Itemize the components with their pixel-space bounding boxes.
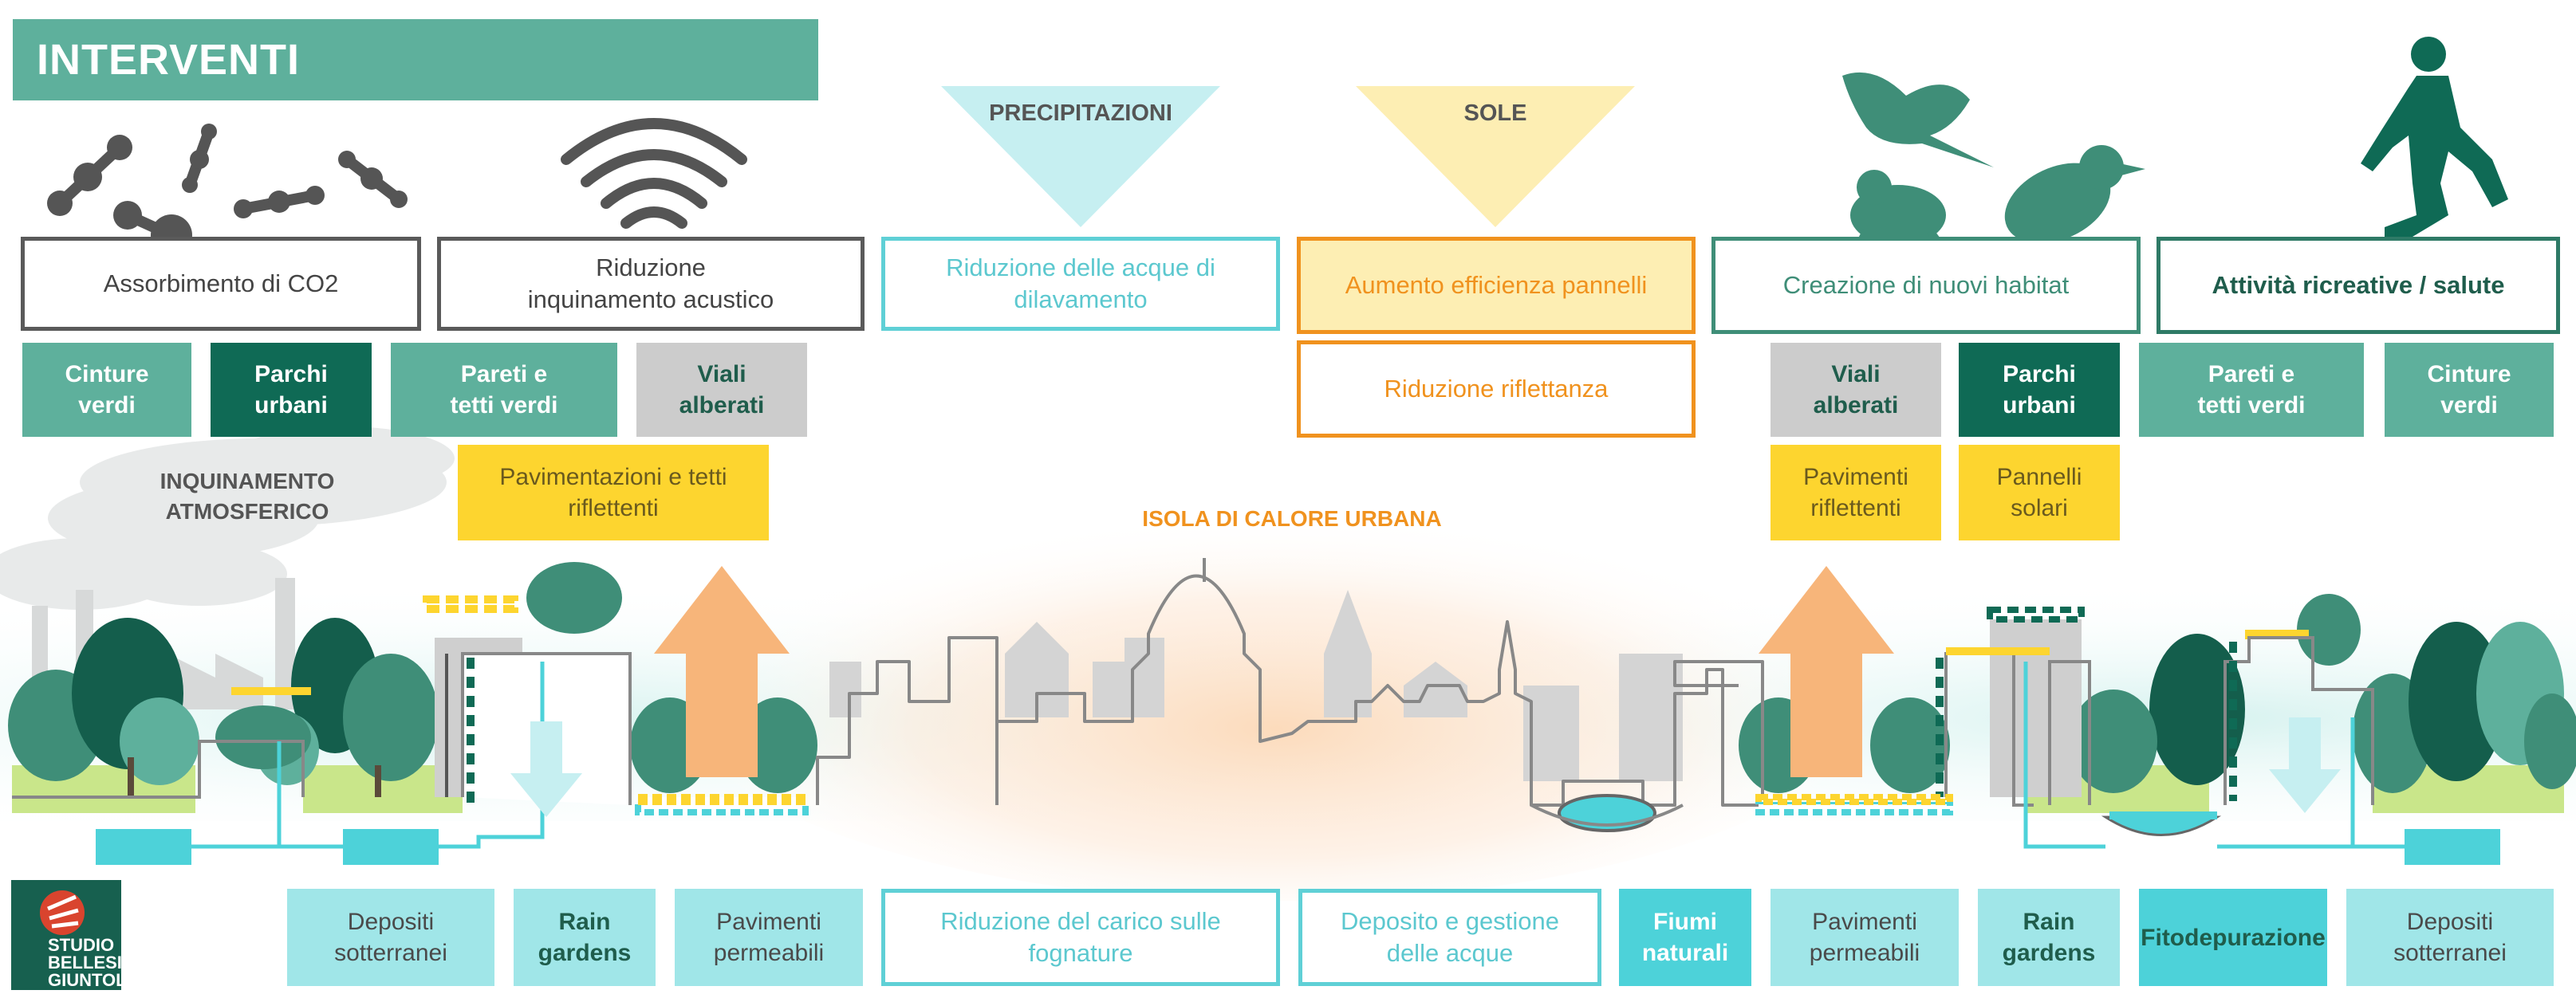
tile-label: Cinture (65, 361, 149, 387)
air-pollution-line: ATMOSFERICO (165, 498, 329, 524)
air-pollution-label: INQUINAMENTO ATMOSFERICO (120, 466, 375, 527)
sun-label: SOLE (1463, 100, 1527, 126)
tile-label: Pavimenti (1803, 464, 1908, 490)
tile-label: Pareti e (2208, 361, 2295, 387)
urban-heat-island-label: ISOLA DI CALORE URBANA (1142, 506, 1442, 531)
tile-label: sotterranei (334, 940, 447, 966)
tile-label: Parchi (2003, 361, 2076, 387)
tile-label: alberati (679, 392, 765, 418)
tile-label: Pavimenti (716, 909, 821, 935)
tile-label: gardens (2002, 940, 2096, 966)
sun-triangle-icon (1356, 86, 1635, 227)
permeable-floors-tile-2: Pavimenti permeabili (1771, 889, 1959, 986)
tile-label: Rain (2023, 909, 2075, 935)
logo-text: STUDIO BELLESI GIUNTOLI (13, 935, 132, 990)
box-label: Deposito e gestione (1340, 906, 1560, 935)
tile-label: permeabili (713, 940, 825, 966)
tree-avenues-tile-1: Viali alberati (636, 343, 807, 437)
rain-gardens-tile-1: Rain gardens (514, 889, 656, 986)
co2-absorption-label: Assorbimento di CO2 (103, 269, 339, 297)
tile-label: riflettenti (568, 495, 659, 521)
tile-label: Pavimentazioni e tetti (499, 464, 727, 490)
reflective-floors-tile: Pavimenti riflettenti (1771, 445, 1941, 540)
phytodepuration-tile: Fitodepurazione (2139, 889, 2327, 986)
precipitation-triangle-icon (941, 86, 1220, 227)
box-label: Riduzione del carico sulle (940, 906, 1221, 935)
sound-waves-icon (561, 118, 747, 229)
runner-icon (2361, 37, 2508, 239)
underground-storage-tile-2: Depositi sotterranei (2346, 889, 2554, 986)
tile-label: permeabili (1809, 940, 1920, 966)
runoff-reduction-label-1: Riduzione delle acque di (946, 253, 1215, 281)
tile-label: Fitodepurazione (2141, 924, 2326, 951)
tile-label: verdi (2440, 392, 2498, 418)
green-walls-tile-2: Pareti e tetti verdi (2139, 343, 2364, 437)
noise-reduction-label-1: Riduzione (596, 253, 706, 281)
logo-line: BELLESI (48, 953, 122, 972)
tile-label: alberati (1813, 392, 1899, 418)
logo-line: GIUNTOLI (48, 970, 132, 990)
tile-label: verdi (78, 392, 136, 418)
tile-label: riflettenti (1810, 495, 1901, 521)
smog-cloud-icon (0, 426, 455, 610)
tile-label: tetti verdi (2197, 392, 2306, 418)
tile-label: urbani (2003, 392, 2076, 418)
tile-label: urbani (254, 392, 328, 418)
natural-rivers-tile: Fiumi naturali (1619, 889, 1751, 986)
tile-label: Viali (697, 361, 746, 387)
tile-label: solari (2011, 495, 2068, 521)
tile-label: sotterranei (2393, 940, 2507, 966)
co2-absorption-box: Assorbimento di CO2 (21, 237, 421, 331)
tile-label: Fiumi (1653, 909, 1717, 935)
permeable-floors-tile-1: Pavimenti permeabili (675, 889, 863, 986)
tile-label: Pareti e (460, 361, 548, 387)
sewer-load-reduction-box: Riduzione del carico sulle fognature (881, 889, 1280, 986)
tile-label: Pavimenti (1812, 909, 1917, 935)
solar-panels-tile: Pannelli solari (1959, 445, 2120, 540)
tile-label: Viali (1831, 361, 1881, 387)
reflectance-reduction-box: Riduzione riflettanza (1297, 340, 1696, 438)
reflective-paving-tile: Pavimentazioni e tetti riflettenti (458, 445, 769, 540)
tile-label: tetti verdi (450, 392, 558, 418)
logo-line: STUDIO (48, 935, 115, 955)
box-label: fognature (1028, 939, 1133, 967)
tile-label: Rain (558, 909, 611, 935)
reflectance-reduction-label: Riduzione riflettanza (1384, 374, 1609, 403)
trees-left-icon (8, 562, 622, 797)
logo-icon (11, 880, 121, 990)
tile-label: Parchi (254, 361, 328, 387)
habitat-creation-label: Creazione di nuovi habitat (1782, 270, 2070, 299)
tile-label: Cinture (2427, 361, 2511, 387)
precipitation-label: PRECIPITAZIONI (989, 100, 1172, 126)
wildlife-icon (1840, 72, 2145, 275)
urban-parks-tile-2: Parchi urbani (1959, 343, 2120, 437)
air-pollution-line: INQUINAMENTO (160, 469, 335, 493)
tree-avenues-tile-2: Viali alberati (1771, 343, 1941, 437)
water-storage-box: Deposito e gestione delle acque (1298, 889, 1601, 986)
tile-label: Pannelli (1996, 464, 2082, 490)
recreation-health-label: Attività ricreative / salute (2212, 270, 2505, 299)
underground-storage-tile-1: Depositi sotterranei (287, 889, 494, 986)
green-belts-tile-1: Cinture verdi (22, 343, 191, 437)
tile-label: Depositi (2406, 909, 2494, 935)
tile-label: gardens (538, 940, 632, 966)
recreation-health-box: Attività ricreative / salute (2157, 237, 2560, 334)
tile-label: naturali (1641, 940, 1729, 966)
noise-reduction-label-2: inquinamento acustico (527, 285, 774, 313)
noise-reduction-box: Riduzione inquinamento acustico (437, 237, 865, 331)
habitat-creation-box: Creazione di nuovi habitat (1711, 237, 2141, 334)
tile-label: Depositi (347, 909, 435, 935)
green-walls-tile-1: Pareti e tetti verdi (391, 343, 617, 437)
box-label: delle acque (1386, 939, 1514, 967)
section-title: INTERVENTI (13, 19, 818, 100)
panel-efficiency-label: Aumento efficienza pannelli (1345, 270, 1648, 299)
rain-gardens-tile-2: Rain gardens (1978, 889, 2120, 986)
urban-parks-tile-1: Parchi urbani (211, 343, 372, 437)
runoff-reduction-label-2: dilavamento (1014, 285, 1148, 313)
runoff-reduction-box: Riduzione delle acque di dilavamento (881, 237, 1280, 331)
panel-efficiency-box: Aumento efficienza pannelli (1297, 237, 1696, 334)
green-belts-tile-2: Cinture verdi (2385, 343, 2554, 437)
